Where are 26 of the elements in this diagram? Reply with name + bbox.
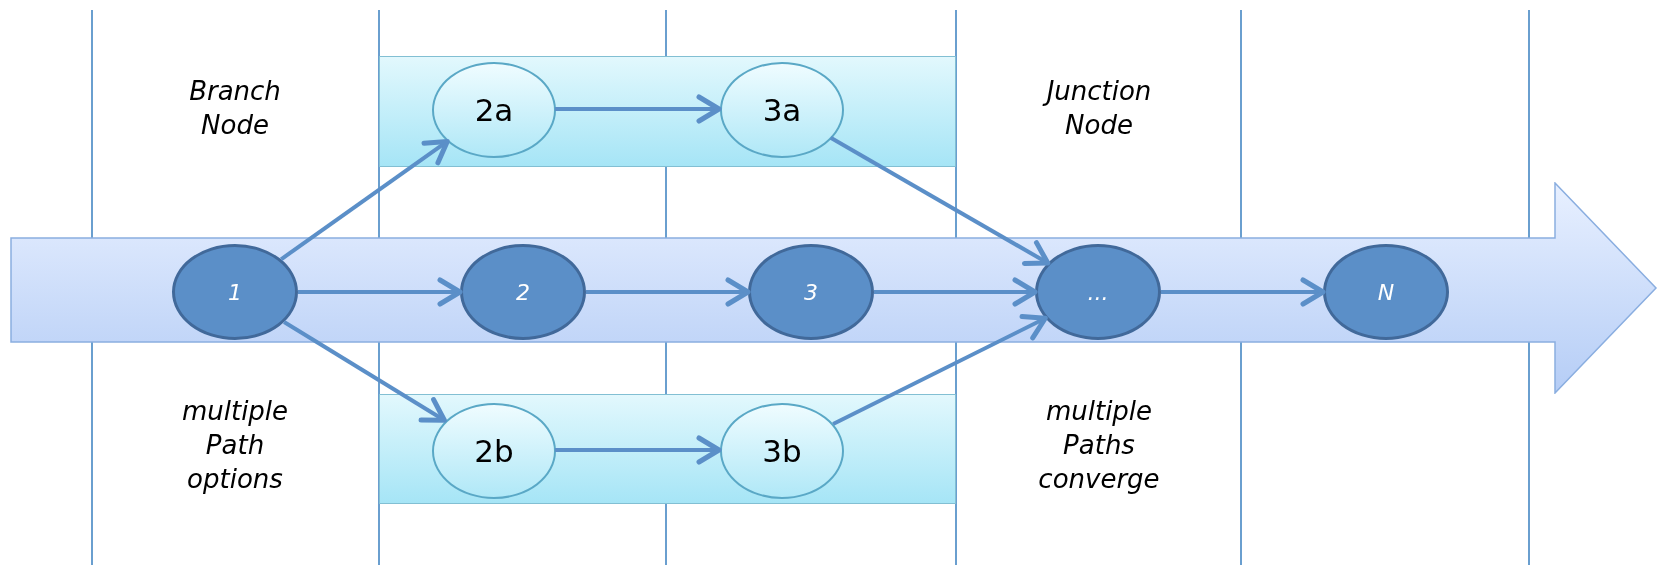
node-label: 3 bbox=[804, 279, 818, 305]
arrow bbox=[555, 94, 722, 124]
node-label: 2b bbox=[474, 433, 514, 469]
arrow bbox=[279, 138, 450, 261]
node-label: 2a bbox=[474, 92, 514, 128]
node-label: 1 bbox=[228, 279, 242, 305]
annotation-text: Branch Node bbox=[188, 75, 282, 142]
arrow bbox=[874, 277, 1038, 307]
arrow bbox=[832, 313, 1048, 426]
node-label: 3b bbox=[762, 433, 802, 469]
stage-band bbox=[379, 394, 956, 504]
stage-band bbox=[379, 56, 956, 167]
timeline-arrow bbox=[10, 182, 1658, 394]
annotation-text: Junction Node bbox=[1024, 75, 1174, 143]
arrow bbox=[586, 277, 751, 307]
arrow bbox=[555, 435, 722, 465]
arrow bbox=[1161, 277, 1326, 307]
arrow bbox=[283, 320, 447, 423]
arrow bbox=[829, 135, 1051, 266]
node-label: 3a bbox=[762, 92, 802, 128]
node-label: ... bbox=[1087, 279, 1109, 305]
arrow bbox=[298, 277, 463, 307]
annotation-text: multiple Path options bbox=[180, 395, 290, 496]
node-label: 2 bbox=[516, 279, 530, 305]
node-label: N bbox=[1377, 279, 1395, 305]
annotation-text: multiple Paths converge bbox=[1037, 395, 1161, 496]
